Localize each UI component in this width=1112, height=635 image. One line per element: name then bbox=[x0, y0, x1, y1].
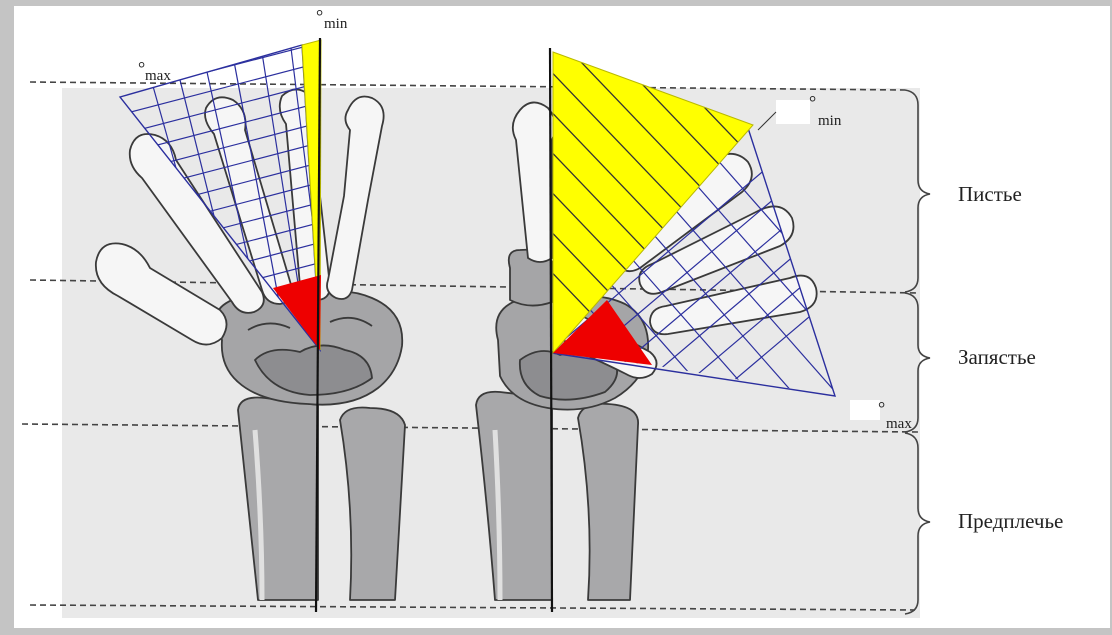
svg-text:min: min bbox=[818, 113, 842, 129]
region-label-hand: Пистье bbox=[958, 182, 1022, 206]
svg-text:min: min bbox=[324, 16, 348, 32]
region-label-wrist: Запястье bbox=[958, 345, 1036, 369]
svg-text:max: max bbox=[886, 416, 912, 432]
svg-text:°: ° bbox=[316, 6, 323, 26]
svg-text:max: max bbox=[145, 68, 171, 84]
region-label-forearm: Предплечье bbox=[958, 509, 1063, 533]
svg-text:°: ° bbox=[878, 398, 885, 418]
svg-text:°: ° bbox=[809, 92, 816, 112]
